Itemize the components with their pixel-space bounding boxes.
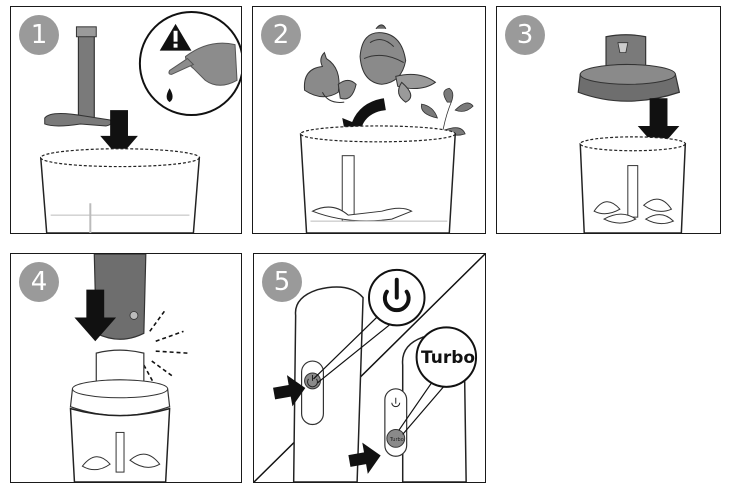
step-number-badge: 1 (19, 15, 59, 55)
onion-icon (360, 25, 435, 102)
caution-callout (140, 12, 241, 115)
step-number-badge: 3 (505, 15, 545, 55)
step-1-panel: 1 (10, 6, 242, 234)
motor-handle-left (294, 287, 363, 482)
step-number-badge: 5 (262, 262, 302, 302)
step-5-panel: 5 (253, 253, 486, 483)
step-number-badge: 2 (261, 15, 301, 55)
step-3-panel: 3 (496, 6, 721, 234)
garlic-icon (304, 53, 356, 103)
step-2-panel: 2 (252, 6, 486, 234)
chopper-bowl (301, 126, 456, 233)
click-sound-lines (144, 310, 188, 387)
step-4-panel: 4 (10, 253, 242, 483)
turbo-button-label: Turbo (390, 437, 404, 443)
chopper-bowl (41, 149, 200, 233)
chopper-bowl (580, 137, 685, 233)
turbo-callout-label: Turbo (421, 348, 475, 368)
gear-unit-lid (578, 35, 679, 101)
step-number-badge: 4 (19, 262, 59, 302)
assembled-chopper (70, 350, 169, 482)
